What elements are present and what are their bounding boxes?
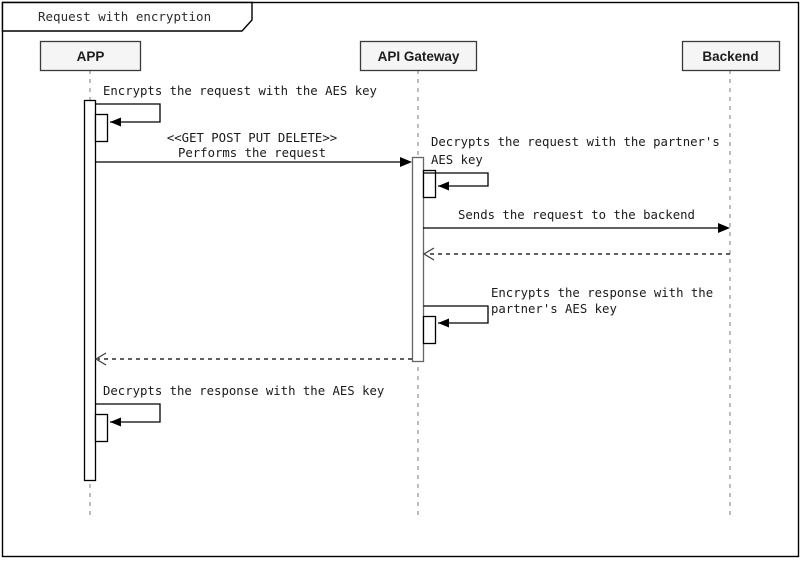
message-m3-label-line1: Decrypts the request with the partner's	[431, 135, 720, 149]
message-m5-return	[422, 247, 730, 261]
message-m3-label-line2: AES key	[431, 153, 483, 167]
message-m8-loop	[95, 403, 161, 423]
participant-app-label: APP	[77, 49, 105, 64]
message-m2-label-line2: Performs the request	[178, 146, 326, 160]
message-m7-arrowhead	[94, 352, 107, 366]
message-m6-label-line2: partner's AES key	[491, 302, 617, 316]
participant-backend-label: Backend	[702, 49, 758, 64]
participant-gateway[interactable]: API Gateway	[359, 40, 478, 72]
diagram-title: Request with encryption	[38, 9, 211, 24]
message-m2-label-line1: <<GET POST PUT DELETE>>	[167, 131, 337, 145]
message-m6-loop	[423, 305, 489, 324]
message-m3-arrowhead	[438, 181, 449, 191]
message-m1-self-call: Encrypts the request with the AES key	[95, 84, 377, 127]
message-m6-arrowhead	[438, 318, 449, 328]
message-m1-arrowhead	[110, 117, 121, 127]
activation-app-nested-1	[94, 113, 109, 143]
message-m4-arrowhead	[718, 223, 730, 233]
activation-gateway-nested-1	[422, 169, 437, 199]
message-m1-label-line1: Encrypts the request with the AES key	[103, 84, 377, 98]
participant-backend-box[interactable]	[681, 40, 781, 72]
activation-app-nested-2	[94, 413, 109, 443]
message-m8-label-line1: Decrypts the response with the AES key	[103, 384, 384, 398]
message-m6-label-line1: Encrypts the response with the	[491, 286, 713, 300]
message-m7-return	[94, 352, 412, 366]
message-m4-label-line1: Sends the request to the backend	[458, 208, 695, 222]
message-m6-self-call: Encrypts the response with the partner's…	[423, 286, 713, 328]
activation-gateway-main	[411, 156, 425, 363]
message-m3-self-call: Decrypts the request with the partner's …	[423, 135, 720, 191]
message-m5-arrowhead	[422, 247, 435, 261]
activation-app-main	[83, 99, 97, 482]
participant-app-box[interactable]	[39, 40, 142, 72]
participant-app[interactable]: APP	[39, 40, 142, 72]
message-m2-call: <<GET POST PUT DELETE>> Performs the req…	[95, 131, 412, 167]
message-m4-call: Sends the request to the backend	[423, 208, 730, 233]
message-m8-arrowhead	[110, 417, 121, 427]
participant-gateway-box[interactable]	[359, 40, 478, 72]
activation-gateway-nested-2	[422, 315, 437, 345]
participant-gateway-label: API Gateway	[378, 49, 460, 64]
diagram-title-tab	[1, 1, 253, 32]
message-m2-arrowhead	[400, 157, 412, 167]
message-m8-self-call: Decrypts the response with the AES key	[95, 384, 384, 427]
message-m3-loop	[423, 172, 489, 187]
participant-backend[interactable]: Backend	[681, 40, 781, 72]
message-m1-loop	[95, 103, 161, 123]
